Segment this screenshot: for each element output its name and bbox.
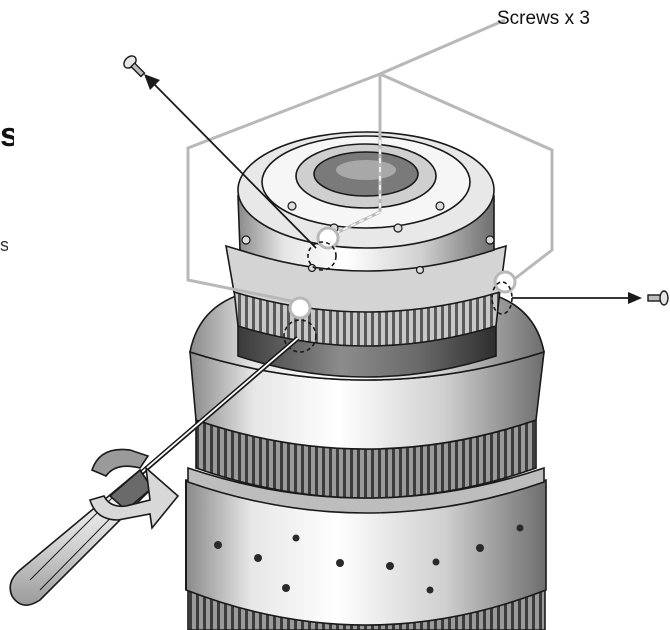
screwdriver-icon [9, 336, 300, 606]
mount-screw-head [393, 223, 403, 233]
mount-screws [241, 201, 495, 275]
barrel-hole [426, 586, 434, 594]
callout-dot-screw-1 [316, 226, 340, 250]
arrowhead-right [628, 292, 642, 304]
cine-lens-icon [185, 131, 547, 630]
barrel-hole [292, 534, 300, 542]
screw-head [659, 290, 669, 306]
mount-screw-head [435, 201, 445, 211]
screw-icon [123, 55, 669, 306]
mount-screw-head [485, 235, 495, 245]
mount-screw-head [415, 265, 425, 275]
mount-screw-head [287, 201, 297, 211]
barrel-hole [214, 541, 222, 549]
callout-dot-screw-2 [288, 296, 312, 320]
arrow-line-upper-left [151, 81, 317, 249]
screw-location-2 [283, 319, 317, 353]
removed-screw-right [647, 290, 669, 306]
screw-thread [130, 62, 146, 78]
mount-screw-head [241, 235, 251, 245]
barrel-hole [432, 558, 440, 566]
barrel-holes [214, 524, 524, 594]
barrel-hole [516, 524, 524, 532]
arrowhead-upper-left [144, 74, 160, 90]
clipped-body-fragment: s [0, 236, 8, 254]
barrel-hole [254, 554, 262, 562]
barrel-hole [282, 584, 290, 592]
barrel-hole [476, 544, 484, 552]
rotate-arrow-icon [89, 448, 180, 530]
callout-hidden-diagonal [329, 211, 381, 237]
screw-location-1 [307, 241, 337, 271]
rotation-band-back [91, 448, 150, 477]
barrel-hole [336, 559, 344, 567]
removal-arrows [144, 74, 642, 304]
rotation-band-front [89, 466, 180, 530]
callout-frame-left [186, 72, 381, 304]
callout-frame-right [379, 72, 554, 286]
screwdriver-handle [9, 468, 154, 606]
screwdriver-shaft-highlight [111, 337, 299, 499]
screws-count-label: Screws x 3 [497, 8, 590, 29]
callout-leader [379, 18, 506, 76]
removed-screw-upper [123, 55, 146, 78]
rear-element-highlight [336, 160, 396, 180]
clipped-heading-fragment: s [0, 118, 14, 152]
hidden-callout-lines [329, 140, 381, 237]
barrel-hole [386, 562, 394, 570]
